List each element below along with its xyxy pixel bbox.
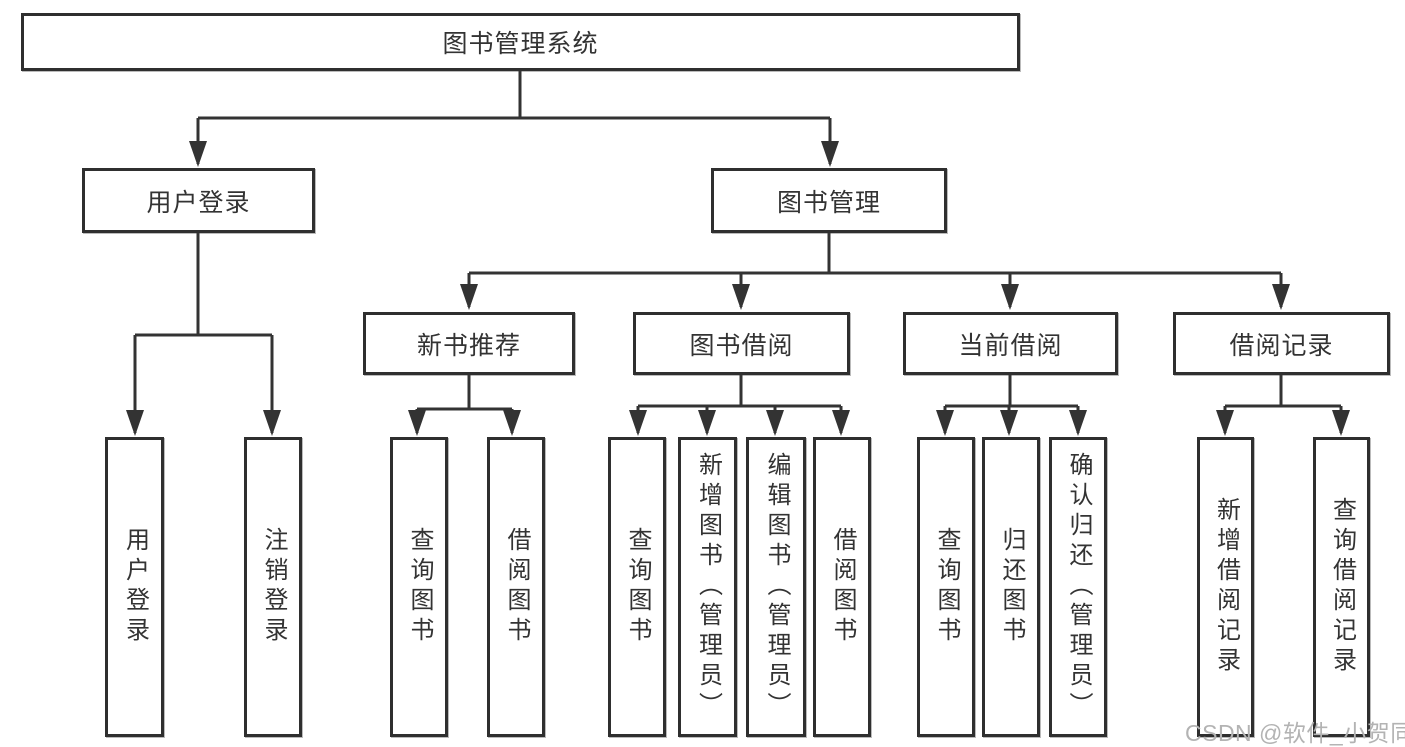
connector-book-mgmt-branch — [467, 233, 1283, 307]
leaf-borrow-books-recommend: 借阅图书 — [487, 437, 545, 737]
leaf-return-book: 归还图书 — [982, 437, 1040, 737]
leaf-query-books-borrow: 查询图书 — [608, 437, 666, 737]
leaf-logout: 注销登录 — [244, 437, 302, 737]
node-user-login: 用户登录 — [82, 168, 315, 233]
leaf-edit-book-admin: 编辑图书（管理员） — [746, 437, 806, 737]
leaf-user-login: 用户登录 — [105, 437, 164, 737]
connector-root-to-level1 — [196, 71, 832, 164]
leaf-borrow-books: 借阅图书 — [813, 437, 871, 737]
node-book-borrow: 图书借阅 — [633, 312, 850, 375]
node-root-system: 图书管理系统 — [21, 13, 1020, 71]
node-new-book-recommend: 新书推荐 — [363, 312, 575, 375]
node-current-borrow: 当前借阅 — [903, 312, 1118, 375]
connector-book-borrow-branch — [636, 375, 843, 433]
node-borrow-record: 借阅记录 — [1173, 312, 1390, 375]
leaf-add-borrow-record: 新增借阅记录 — [1197, 437, 1254, 737]
leaf-add-book-admin: 新增图书（管理员） — [678, 437, 737, 737]
node-book-management: 图书管理 — [711, 168, 947, 233]
leaf-query-borrow-record: 查询借阅记录 — [1313, 437, 1370, 737]
connector-borrow-record-branch — [1223, 375, 1343, 433]
connector-user-login-branch — [133, 233, 274, 433]
leaf-query-books-current: 查询图书 — [917, 437, 975, 737]
leaf-confirm-return-admin: 确认归还（管理员） — [1049, 437, 1107, 737]
leaf-query-books-recommend: 查询图书 — [390, 437, 448, 737]
csdn-watermark: CSDN @软件_小贺同学 — [1185, 720, 1405, 746]
connector-new-book-branch — [415, 375, 514, 433]
